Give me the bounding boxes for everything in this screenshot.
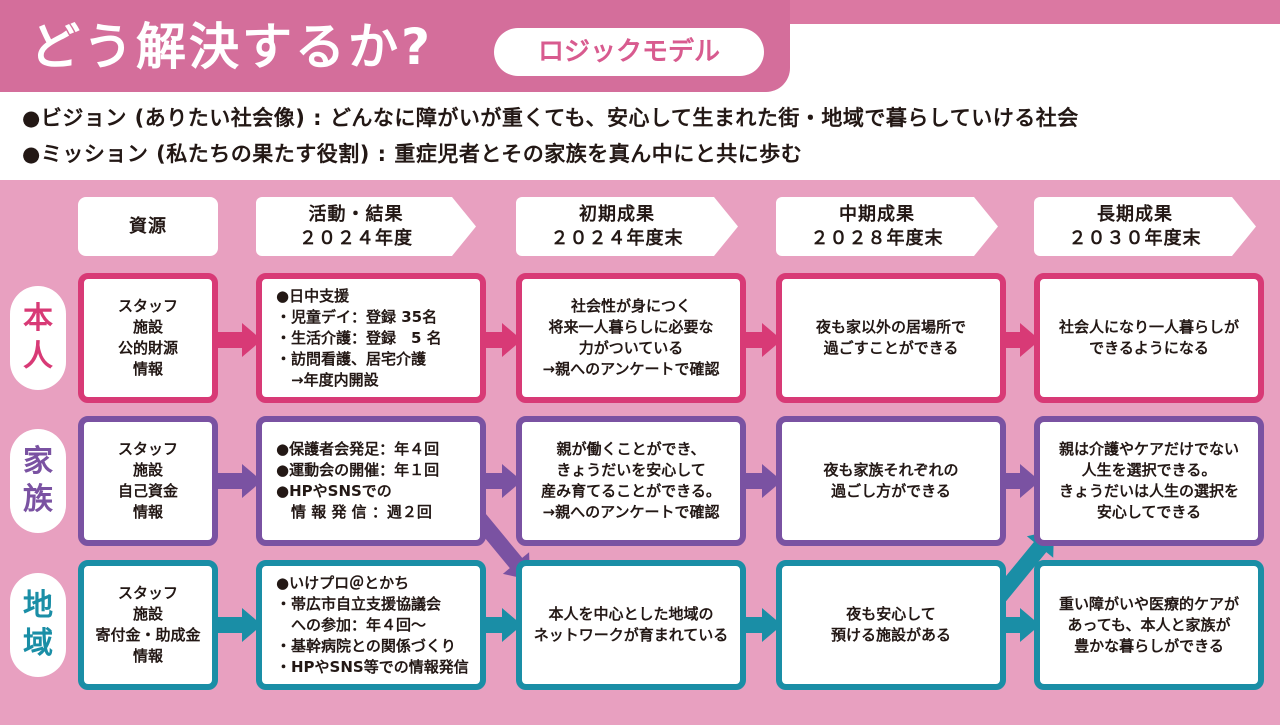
cell-line: →親へのアンケートで確認 — [542, 503, 720, 521]
cell-line: スタッフ — [117, 584, 178, 602]
row-label-char: 族 — [23, 482, 53, 517]
cell-r1-c1: ●保護者会発足：年４回 ●運動会の開催：年１回 ●HPやSNSでの 情 報 発 信 … — [256, 416, 486, 546]
cell-line: きょうだいを安心して — [556, 461, 706, 479]
column-header-line: 活動・結果 — [308, 203, 404, 225]
row-label-char: 域 — [23, 626, 53, 661]
cell-line: きょうだいは人生の選択を — [1058, 482, 1239, 500]
title-banner: どう解決するか? ロジックモデル — [0, 0, 790, 92]
cell-line: ・基幹病院との関係づくり — [276, 636, 456, 655]
column-header-line: 長期成果 — [1097, 203, 1173, 225]
cell-r2-c4: 重い障がいや医療的ケアがあっても、本人と家族が豊かな暮らしができる — [1034, 560, 1264, 690]
cell-line: ●日中支援 — [276, 286, 350, 305]
cell-line: 寄付金・助成金 — [95, 626, 201, 644]
cell-line: 力がついている — [578, 339, 684, 357]
mission-statement: ●ミッション (私たちの果たす役割) : 重症児者とその家族を真ん中にと共に歩む — [22, 142, 803, 166]
cell-line: ネットワークが育まれている — [533, 626, 729, 644]
cell-line: できるようになる — [1089, 339, 1209, 357]
cell-line: 施設 — [132, 605, 163, 623]
cell-line: 社会性が身につく — [570, 297, 691, 315]
logic-model-badge: ロジックモデル — [494, 28, 764, 76]
column-header-line: ２０２４年度 — [299, 227, 413, 249]
cell-r2-c3: 夜も安心して預ける施設がある — [776, 560, 1006, 690]
cell-line: ・児童デイ：登録 35名 — [276, 307, 438, 326]
row-label-char: 本 — [23, 301, 53, 336]
cell-r2-c2: 本人を中心とした地域のネットワークが育まれている — [516, 560, 746, 690]
cell-line: 社会人になり一人暮らしが — [1058, 318, 1239, 336]
cell-r1-c2: 親が働くことができ、きょうだいを安心して産み育てることができる。 →親へのアンケー… — [516, 416, 746, 546]
column-header-line: 初期成果 — [579, 203, 655, 225]
cell-line: 情報 — [132, 647, 163, 665]
column-header-line: 資源 — [129, 215, 167, 237]
cell-r0-c4: 社会人になり一人暮らしができるようになる — [1034, 273, 1264, 403]
cell-line: ・帯広市自立支援協議会 — [276, 594, 442, 613]
cell-line: 公的財源 — [117, 339, 178, 357]
cell-line: ・HPやSNS等での情報発信 — [276, 657, 469, 676]
cell-line: 夜も安心して — [846, 605, 936, 623]
cell-line: 夜も家族それぞれの — [823, 461, 959, 479]
cell-line: ●HPやSNSでの — [276, 482, 392, 500]
cell-r0-c3: 夜も家以外の居場所で過ごすことができる — [776, 273, 1006, 403]
row-label-char: 人 — [23, 339, 53, 374]
cell-r0-c1: ●日中支援・児童デイ：登録 35名・生活介護：登録 5 名・訪問看護、居宅介護 … — [256, 273, 486, 403]
cell-line: 情報 — [132, 360, 163, 378]
cell-line: 自己資金 — [117, 482, 178, 500]
cell-line: 親は介護やケアだけでない — [1058, 440, 1239, 458]
cell-line: 重い障がいや医療的ケアが — [1058, 594, 1239, 613]
cell-line: 安心してできる — [1096, 503, 1202, 521]
cell-line: 産み育てることができる。 — [541, 482, 721, 500]
cell-r2-c1: ●いけプロ＠とかち・帯広市自立支援協議会 への参加：年４回〜・基幹病院との関係づ… — [256, 560, 486, 690]
cell-r1-c3: 夜も家族それぞれの過ごし方ができる — [776, 416, 1006, 546]
cell-line: →年度内開設 — [276, 370, 379, 389]
cell-line: 情 報 発 信 ：週２回 — [276, 503, 432, 521]
page-title: どう解決するか? — [30, 18, 434, 76]
arrow-right-icon — [212, 464, 262, 498]
cell-line: あっても、本人と家族が — [1067, 615, 1231, 634]
arrow-right-icon — [212, 608, 262, 642]
row-label-1: 家族 — [10, 429, 66, 533]
cell-line: スタッフ — [117, 297, 178, 315]
column-header-line: 中期成果 — [839, 203, 915, 225]
cell-r2-c0: スタッフ施設寄付金・助成金情報 — [78, 560, 218, 690]
vision-statement: ●ビジョン (ありたい社会像) : どんなに障がいが重くても、安心して生まれた街… — [22, 106, 1079, 130]
row-label-char: 地 — [23, 588, 53, 623]
cell-line: 過ごすことができる — [823, 339, 959, 357]
cell-line: 施設 — [132, 318, 163, 336]
cell-line: ●いけプロ＠とかち — [276, 573, 410, 592]
cell-line: 夜も家以外の居場所で — [815, 318, 966, 336]
cell-line: 施設 — [132, 461, 163, 479]
cell-line: ●保護者会発足：年４回 — [276, 440, 440, 458]
cell-line: ●運動会の開催：年１回 — [276, 461, 440, 479]
cell-r1-c4: 親は介護やケアだけでない人生を選択できる。きょうだいは人生の選択を安心してできる — [1034, 416, 1264, 546]
cell-line: ・訪問看護、居宅介護 — [276, 349, 427, 368]
arrow-right-icon — [212, 323, 262, 357]
cell-line: 本人を中心とした地域の — [548, 605, 714, 623]
row-label-2: 地域 — [10, 573, 66, 677]
cell-r0-c0: スタッフ施設公的財源情報 — [78, 273, 218, 403]
row-label-0: 本人 — [10, 286, 66, 390]
cell-line: ・生活介護：登録 5 名 — [276, 328, 442, 347]
cell-line: 人生を選択できる。 — [1081, 461, 1217, 479]
cell-line: 情報 — [132, 503, 163, 521]
cell-line: 親が働くことができ、 — [556, 440, 706, 458]
column-header-line: ２０２４年度末 — [550, 227, 684, 249]
cell-line: 豊かな暮らしができる — [1074, 636, 1224, 655]
cell-line: 預ける施設がある — [830, 626, 951, 644]
cell-line: スタッフ — [117, 440, 178, 458]
cell-line: への参加：年４回〜 — [276, 615, 427, 634]
column-header-line: ２０２８年度末 — [810, 227, 944, 249]
cell-line: 過ごし方ができる — [831, 482, 951, 500]
cell-line: →親へのアンケートで確認 — [542, 360, 720, 378]
column-header-line: ２０３０年度末 — [1068, 227, 1202, 249]
cell-r0-c2: 社会性が身につく将来一人暮らしに必要な力がついている →親へのアンケートで確認 — [516, 273, 746, 403]
row-label-char: 家 — [23, 444, 53, 479]
cell-line: 将来一人暮らしに必要な — [548, 318, 714, 336]
column-header-0: 資源 — [78, 197, 218, 256]
cell-r1-c0: スタッフ施設自己資金情報 — [78, 416, 218, 546]
